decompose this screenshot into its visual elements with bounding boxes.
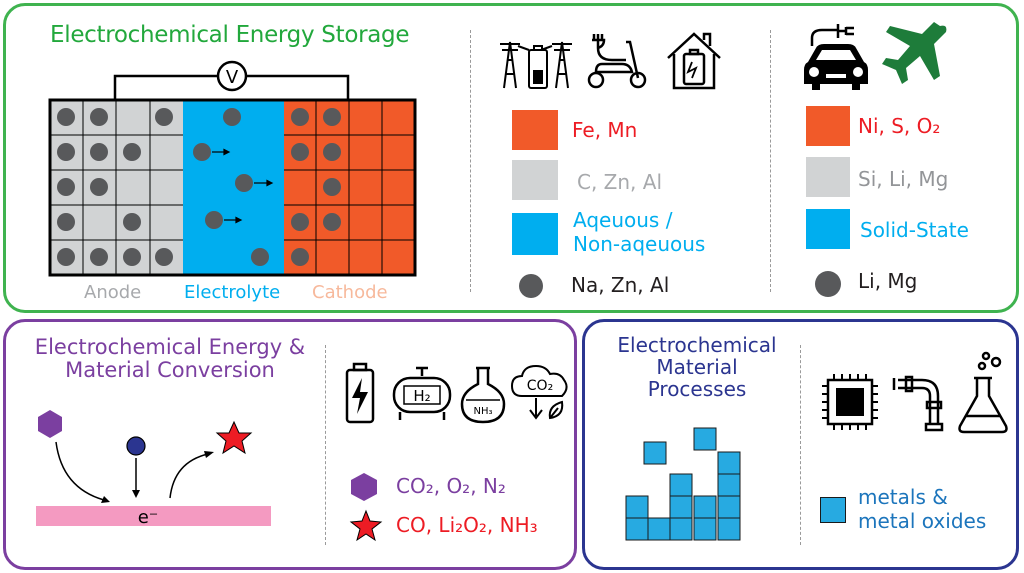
- microchip-icon: [822, 374, 878, 430]
- metal-oxide-swatch: [820, 497, 846, 523]
- ion-swatch: [519, 274, 543, 298]
- home-battery-icon: [667, 32, 721, 90]
- electrolyte-swatch: [512, 213, 558, 255]
- electrolyte-swatch: [806, 209, 850, 249]
- h2-label: H₂: [413, 387, 430, 405]
- ions: [57, 108, 341, 266]
- processes-title: Electrochemical Material Processes: [597, 334, 797, 400]
- divider: [325, 345, 326, 545]
- co2-label: CO₂: [527, 378, 553, 394]
- hydrogen-tank-icon: H₂: [392, 366, 452, 420]
- pipe-icon: [892, 375, 944, 432]
- processes-title-line1: Electrochemical: [617, 333, 777, 357]
- anode-materials: C, Zn, Al: [577, 170, 663, 194]
- co2-cloud-icon: CO₂: [510, 364, 568, 420]
- conversion-title: Electrochemical Energy & Material Conver…: [20, 336, 320, 382]
- metal-oxide-label-line2: metal oxides: [858, 509, 987, 533]
- processes-title-line3: Processes: [647, 377, 747, 401]
- conversion-title-line2: Material Conversion: [65, 358, 275, 382]
- electrolyte-type: Solid-State: [860, 218, 969, 242]
- conversion-panel: [3, 319, 577, 570]
- catalyst-surface: [36, 506, 271, 526]
- divider: [770, 30, 771, 292]
- electron-label: e⁻: [138, 507, 159, 528]
- storage-panel: [3, 3, 1019, 313]
- anode-materials: Si, Li, Mg: [858, 167, 949, 191]
- storage-title: Electrochemical Energy Storage: [50, 22, 410, 48]
- battery-charge-icon: [345, 362, 375, 424]
- voltmeter: [216, 60, 248, 92]
- ion-swatch: [815, 271, 841, 297]
- electrolyte-label: Electrolyte: [184, 282, 281, 303]
- anode-grid: [50, 100, 183, 275]
- ion-arrows: [212, 148, 274, 224]
- electrolyte-type: Aqeuous / Non-aqeuous: [573, 208, 705, 256]
- divider: [800, 345, 801, 545]
- e-scooter-icon: [587, 34, 647, 89]
- reactant-legend-hexagon: [351, 473, 377, 501]
- electrolyte-region: [183, 100, 284, 275]
- product-legend-star: [349, 509, 383, 542]
- voltmeter-label: V: [226, 67, 239, 88]
- cell-outline: [48, 98, 417, 277]
- product-star: [215, 420, 253, 455]
- cathode-swatch: [512, 110, 558, 150]
- cathode-label: Cathode: [312, 282, 388, 303]
- processes-panel: [582, 319, 1019, 570]
- anode-swatch: [512, 160, 558, 200]
- metal-oxide-label: metals & metal oxides: [858, 485, 986, 533]
- divider: [470, 30, 471, 292]
- anode-label: Anode: [84, 282, 142, 303]
- ammonia-flask-icon: NH₃: [460, 366, 506, 424]
- electrolyte-type-line1: Aqeuous /: [573, 208, 673, 232]
- anode-swatch: [806, 157, 850, 197]
- cathode-swatch: [806, 106, 850, 146]
- grid-battery-icon: [500, 41, 572, 89]
- metal-oxide-label-line1: metals &: [858, 485, 948, 509]
- nh3-label: NH₃: [473, 406, 492, 417]
- reactant-hexagon: [38, 410, 62, 438]
- electron-donor: [126, 436, 146, 456]
- cathode-materials: Ni, S, O₂: [858, 114, 941, 138]
- conversion-title-line1: Electrochemical Energy &: [34, 335, 306, 359]
- airplane-icon: [882, 22, 947, 84]
- processes-title-line2: Material: [656, 355, 738, 379]
- ion-species: Li, Mg: [858, 269, 918, 293]
- electric-car-icon: [804, 24, 868, 90]
- cathode-materials: Fe, Mn: [572, 118, 638, 142]
- ion-species: Na, Zn, Al: [571, 273, 670, 297]
- electrolyte-type-line2: Non-aqeuous: [573, 232, 706, 256]
- product-species: CO, Li₂O₂, NH₃: [396, 513, 538, 537]
- reactant-species: CO₂, O₂, N₂: [396, 474, 506, 498]
- cathode-grid: [284, 100, 415, 275]
- flask-icon: [958, 351, 1008, 434]
